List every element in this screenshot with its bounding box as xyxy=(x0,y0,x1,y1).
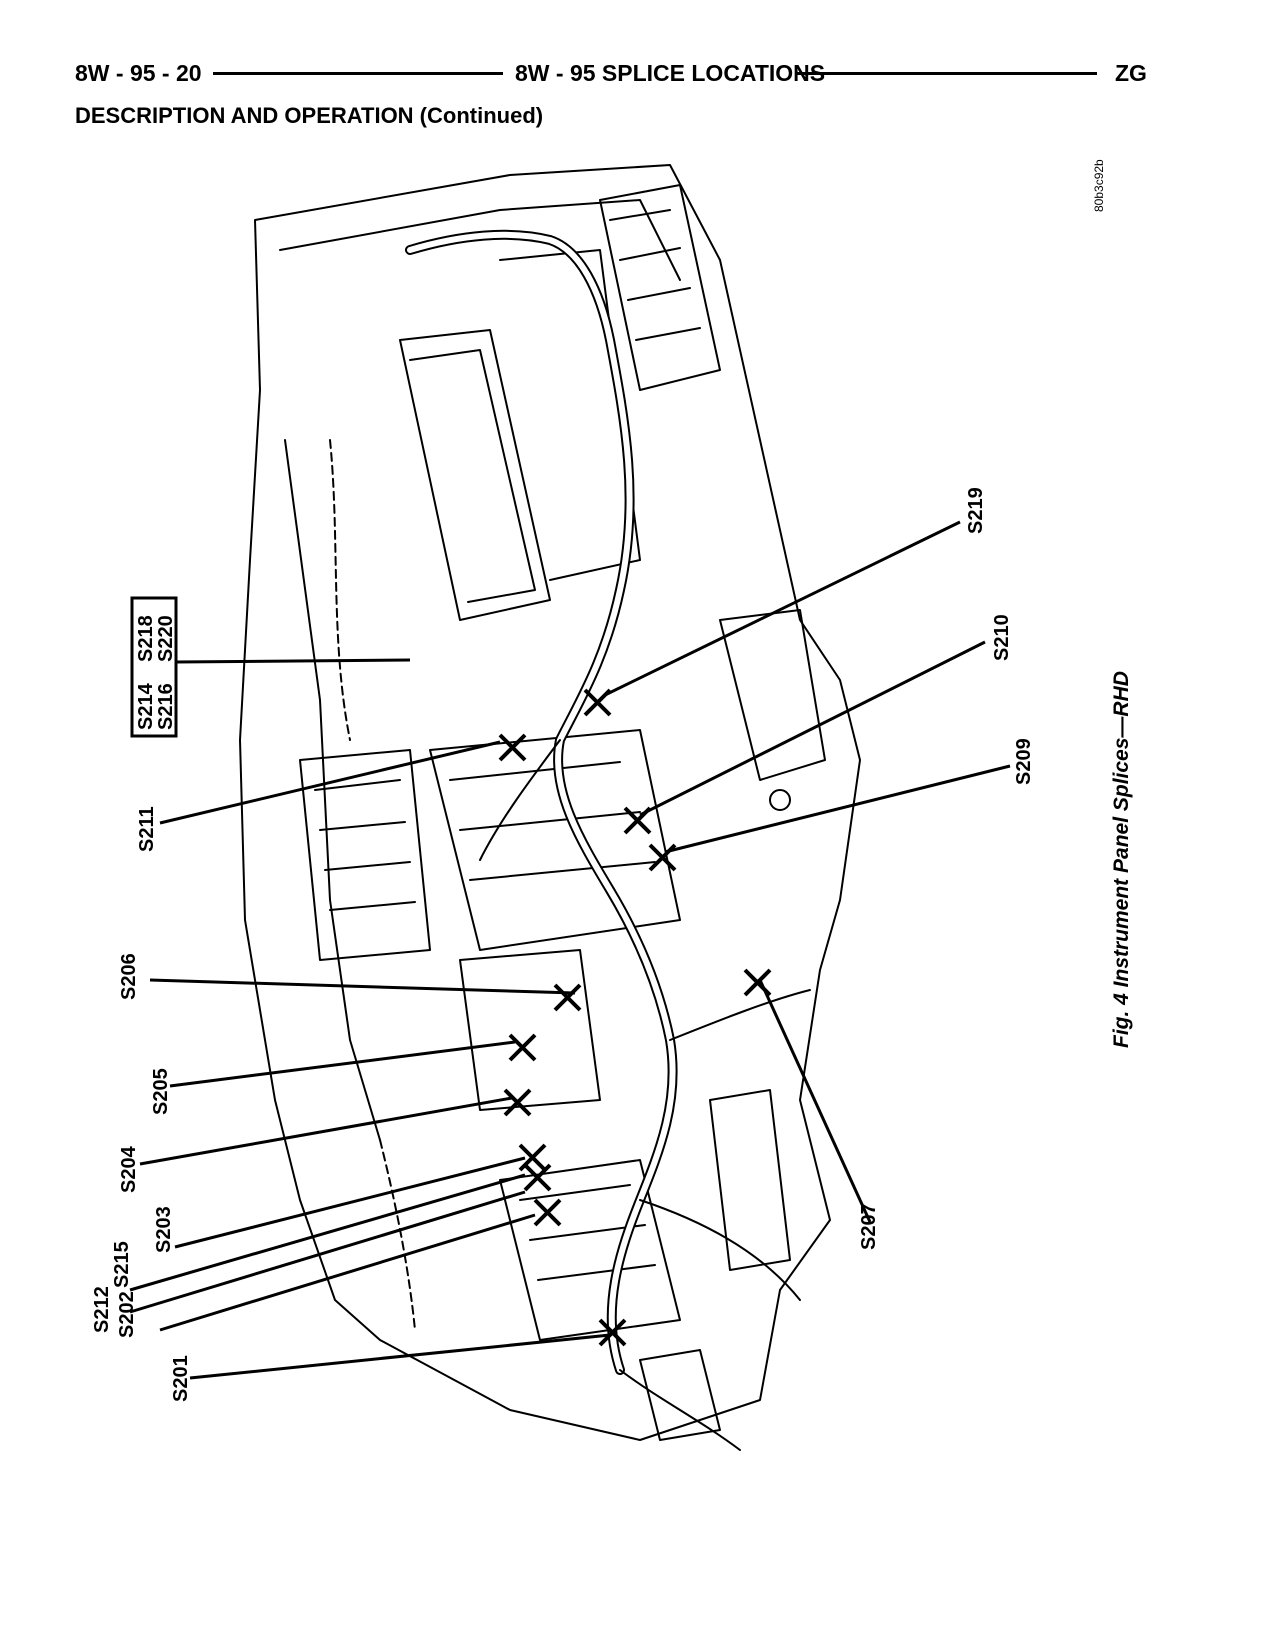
label-s211: S211 xyxy=(136,806,158,852)
label-s207: S207 xyxy=(858,1203,880,1250)
label-s204: S204 xyxy=(118,1145,140,1193)
panel-drawing xyxy=(239,164,861,1441)
splice-marks xyxy=(498,688,772,1347)
section-heading: DESCRIPTION AND OPERATION (Continued) xyxy=(75,103,544,128)
section-title: 8W - 95 SPLICE LOCATIONS xyxy=(515,60,826,86)
header-rule-left xyxy=(213,72,503,75)
label-s209: S209 xyxy=(1013,738,1035,785)
label-s206: S206 xyxy=(118,953,140,1000)
header-rule-right xyxy=(797,72,1097,75)
splice-box-s220: S220 xyxy=(155,615,177,662)
leader-lines xyxy=(129,520,1011,1380)
model-code: ZG xyxy=(1115,60,1147,86)
splice-box: S214 S218 S216 S220 xyxy=(130,596,411,738)
label-s201: S201 xyxy=(170,1355,192,1402)
wire-harness xyxy=(329,229,811,1451)
splice-box-s218: S218 xyxy=(135,615,157,662)
label-s205: S205 xyxy=(150,1068,172,1115)
splice-box-s214: S214 xyxy=(135,682,157,730)
splice-box-s216: S216 xyxy=(155,683,177,730)
label-s202: S202 xyxy=(116,1291,138,1338)
page-header: 8W - 95 - 20 8W - 95 SPLICE LOCATIONS ZG xyxy=(75,58,1155,88)
figure-caption-text: Fig. 4 Instrument Panel Splices—RHD xyxy=(1110,671,1133,1048)
figure-code-text: 80b3c92b xyxy=(1092,159,1106,212)
instrument-panel-diagram: S214 S218 S216 S220 S219 xyxy=(91,164,1035,1451)
label-s219: S219 xyxy=(965,487,987,534)
page-number: 8W - 95 - 20 xyxy=(75,60,202,86)
label-s210: S210 xyxy=(991,614,1013,661)
label-s203: S203 xyxy=(153,1206,175,1253)
label-s215: S215 xyxy=(111,1241,133,1288)
label-s212: S212 xyxy=(91,1286,113,1333)
